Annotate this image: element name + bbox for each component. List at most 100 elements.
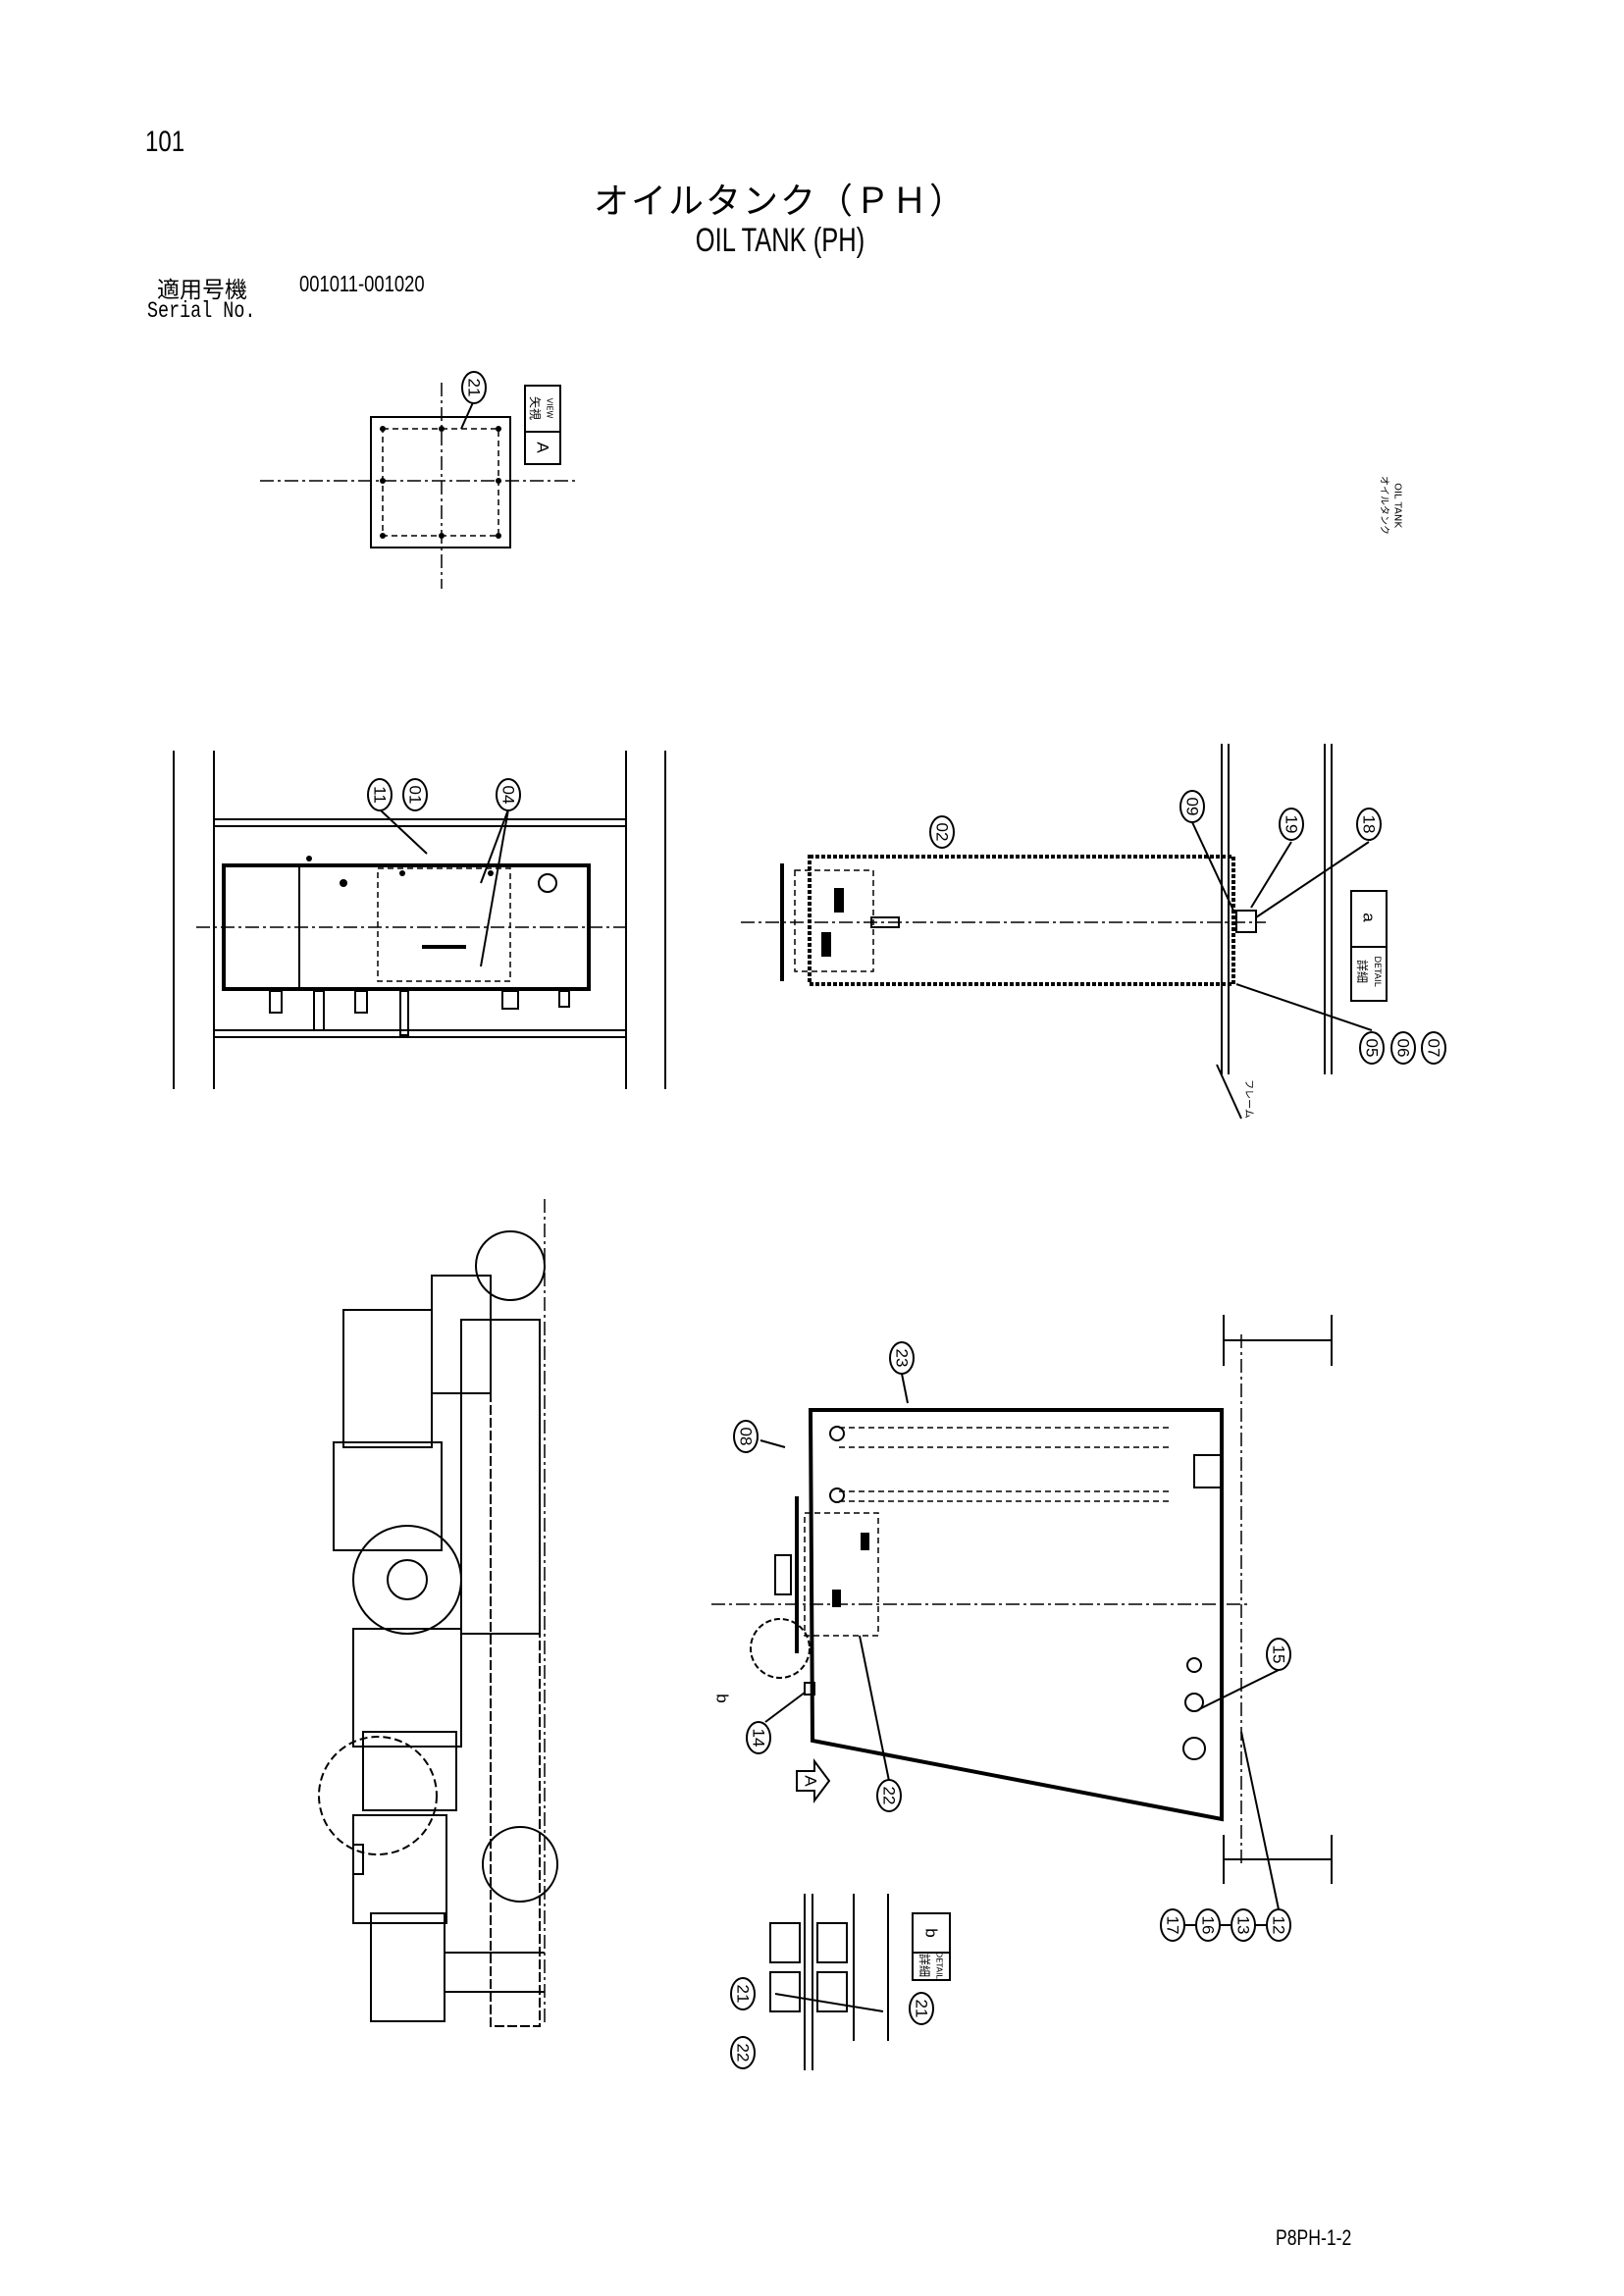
callout-label: 04 (499, 786, 518, 805)
drawing-line (1198, 1669, 1280, 1710)
drawing-line (1359, 1031, 1385, 1065)
callout-label: 16 (1199, 1916, 1218, 1935)
callout-label: DETAIL (1372, 956, 1382, 986)
callout-label: 矢視 (528, 396, 543, 420)
drawing-line (832, 1590, 841, 1607)
drawing-line (352, 1525, 462, 1635)
drawing-line (859, 1635, 890, 1782)
drawing-line (340, 879, 347, 887)
drawing-code: P8PH-1-2 (1276, 2225, 1352, 2250)
drawing-line (387, 1559, 428, 1600)
callout: 15 (1266, 1638, 1291, 1671)
drawing-line (380, 478, 386, 484)
view-a: 21 矢視 VIEW A (260, 371, 579, 589)
drawing-line (1255, 841, 1370, 918)
machine-view (318, 1199, 558, 2027)
drawing-line (804, 1682, 815, 1696)
front-view: A b 23 08 14 22 15 17 16 13 12 (711, 1315, 1333, 1942)
callout-label: 詳細 (1355, 960, 1370, 983)
drawing-line (1266, 1638, 1291, 1671)
drawing-line (367, 778, 393, 811)
drawing-line (496, 533, 501, 539)
drawing-line (1266, 1908, 1291, 1942)
side-view: 11 01 04 (173, 751, 666, 1089)
callout: 19 (1279, 808, 1304, 841)
drawing-line (439, 426, 445, 432)
drawing-line (808, 855, 1235, 986)
callout-label: 02 (933, 823, 952, 842)
callout: 22 (876, 1779, 902, 1812)
drawing-line (501, 990, 519, 1010)
callout-label: 21 (734, 1985, 753, 2004)
serial-range: 001011-001020 (299, 271, 425, 296)
drawing-line (558, 990, 570, 1008)
callout: 11 (367, 778, 393, 811)
view-a-label: 矢視 VIEW A (524, 385, 561, 465)
callout-label: 22 (734, 2044, 753, 2062)
callout: 02 (929, 815, 955, 849)
drawing-line (808, 1408, 1224, 1822)
drawing-line (496, 478, 501, 484)
drawing-line (730, 1977, 756, 2010)
detail-a-label: 詳細 DETAIL a (1350, 890, 1388, 1002)
detail-mark: b (713, 1694, 732, 1702)
drawing-line (769, 1971, 801, 2012)
drawing-line (370, 1912, 445, 2022)
detail-b-label: 詳細 DETAIL b (912, 1912, 951, 1981)
callout-label: 詳細 (917, 1954, 932, 1977)
callout: 01 (402, 778, 428, 811)
drawing-line (490, 1319, 541, 2027)
drawing-line (496, 778, 521, 811)
drawing-line (480, 809, 509, 967)
callout-label: 19 (1283, 815, 1301, 834)
drawing-line (870, 916, 900, 928)
drawing-line (1191, 821, 1235, 913)
drawing-line (901, 1373, 909, 1404)
drawing-line (796, 1758, 831, 1803)
drawing-line (306, 856, 312, 861)
view-arrow-label: A (802, 1775, 820, 1787)
drawing-line (1195, 1908, 1221, 1942)
callout: 21 (461, 371, 487, 404)
drawing-line (362, 1731, 457, 1811)
serial-label-jp: 適用号機 (157, 278, 247, 303)
callout: 23 (889, 1341, 915, 1375)
serial-label-en: Serial No. (147, 298, 256, 324)
callout: 14 (746, 1721, 771, 1754)
callout-label: a (1360, 913, 1379, 922)
drawing-line (1179, 790, 1205, 823)
callout: 13 (1231, 1908, 1256, 1942)
drawing-line (1240, 1731, 1280, 1910)
callout-label: 21 (913, 2000, 931, 2018)
drawing-line (750, 1618, 811, 1679)
drawing-line (1235, 983, 1373, 1031)
drawing-line (352, 1628, 462, 1748)
drawing-line (313, 990, 325, 1031)
drawing-line (1390, 1031, 1416, 1065)
drawing-line (1356, 808, 1382, 841)
callout-label: 01 (406, 786, 425, 805)
callout: 21 (909, 1992, 934, 2025)
drawing-line (380, 426, 386, 432)
drawing-line (377, 867, 511, 982)
callout: 17 (1160, 1908, 1185, 1942)
callout-label: 21 (465, 379, 484, 397)
drawing-line (909, 1992, 934, 2025)
drawing-line (482, 1826, 558, 1903)
drawing-line (538, 873, 557, 893)
callout: 18 (1356, 808, 1382, 841)
side-note: オイルタンク OIL TANK (1379, 476, 1403, 535)
drawing-line (524, 385, 561, 465)
callout-label: 05 (1363, 1039, 1382, 1058)
callout-label: 17 (1164, 1916, 1182, 1935)
callout-label: VIEW (546, 398, 554, 419)
callout-label: 08 (737, 1428, 756, 1446)
drawing-line (876, 1779, 902, 1812)
drawing-line (306, 856, 494, 887)
title-english: OIL TANK (PH) (695, 222, 865, 259)
drawing-line (370, 416, 511, 548)
drawing-line (829, 1426, 845, 1441)
drawing-line (402, 778, 428, 811)
drawing-line (475, 1230, 546, 1301)
